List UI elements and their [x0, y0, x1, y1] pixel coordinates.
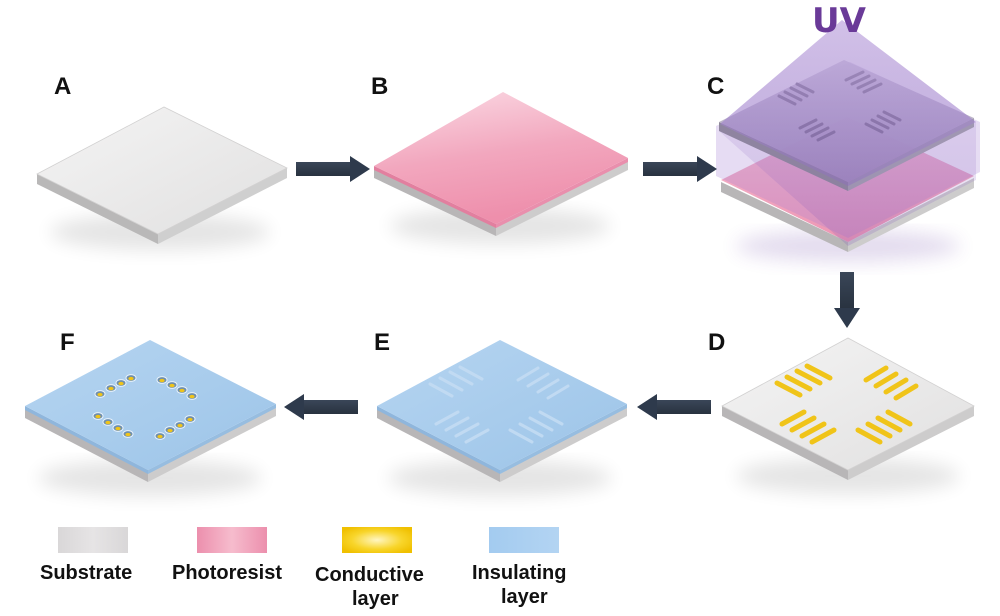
panel-a: A: [36, 73, 288, 250]
step-label-d: D: [708, 329, 725, 356]
arrow-d-to-e: [637, 394, 711, 420]
uv-label: UV: [812, 1, 867, 41]
legend-swatch-substrate: [58, 527, 128, 553]
arrow-e-to-f: [284, 394, 358, 420]
panel-e: E: [374, 329, 627, 496]
insulating-plate-e: [377, 340, 627, 470]
legend-swatch-photoresist: [197, 527, 267, 553]
legend-label-insulating-2: layer: [501, 586, 548, 608]
embossed-traces: [428, 365, 570, 444]
legend-swatch-conductive: [342, 527, 412, 553]
legend-item-conductive: Conductive layer: [315, 527, 424, 610]
via-conductive-core: [108, 386, 114, 391]
legend-item-photoresist: Photoresist: [172, 527, 282, 584]
via-conductive-core: [189, 394, 195, 399]
legend-item-insulating: Insulating layer: [472, 527, 566, 608]
substrate-plate: [36, 106, 288, 235]
step-label-e: E: [374, 329, 390, 356]
via-openings: [92, 374, 198, 440]
panel-d: D: [708, 329, 975, 494]
via-conductive-core: [179, 388, 185, 393]
via-conductive-core: [177, 423, 183, 428]
via-conductive-core: [167, 428, 173, 433]
legend-label-insulating-1: Insulating: [472, 562, 566, 584]
step-label-c: C: [707, 73, 724, 100]
via-conductive-core: [125, 432, 131, 437]
arrow-a-to-b: [296, 156, 370, 182]
via-conductive-core: [187, 417, 193, 422]
legend-swatch-insulating: [489, 527, 559, 553]
via-conductive-core: [159, 378, 165, 383]
via-conductive-core: [95, 414, 101, 419]
substrate-plate-d: [721, 337, 975, 471]
legend-item-substrate: Substrate: [40, 527, 132, 584]
step-label-a: A: [54, 73, 71, 100]
insulating-plate-f: [25, 340, 276, 470]
legend-label-substrate: Substrate: [40, 562, 132, 584]
legend-label-photoresist: Photoresist: [172, 562, 282, 584]
photoresist-plate: [374, 92, 628, 224]
conductive-traces: [774, 363, 919, 445]
legend: Substrate Photoresist Conductive layer I…: [40, 527, 566, 610]
arrow-b-to-c: [643, 156, 717, 182]
panel-b: B: [371, 73, 628, 244]
via-conductive-core: [157, 434, 163, 439]
legend-label-conductive-1: Conductive: [315, 564, 424, 586]
via-conductive-core: [118, 381, 124, 386]
panel-c: UV C: [707, 1, 980, 262]
step-label-f: F: [60, 329, 75, 356]
step-label-b: B: [371, 73, 388, 100]
via-conductive-core: [169, 383, 175, 388]
via-conductive-core: [105, 420, 111, 425]
via-conductive-core: [128, 376, 134, 381]
via-conductive-core: [115, 426, 121, 431]
via-conductive-core: [97, 392, 103, 397]
legend-label-conductive-2: layer: [352, 588, 399, 610]
panel-f: F: [25, 329, 276, 496]
arrow-c-to-d: [834, 272, 860, 328]
